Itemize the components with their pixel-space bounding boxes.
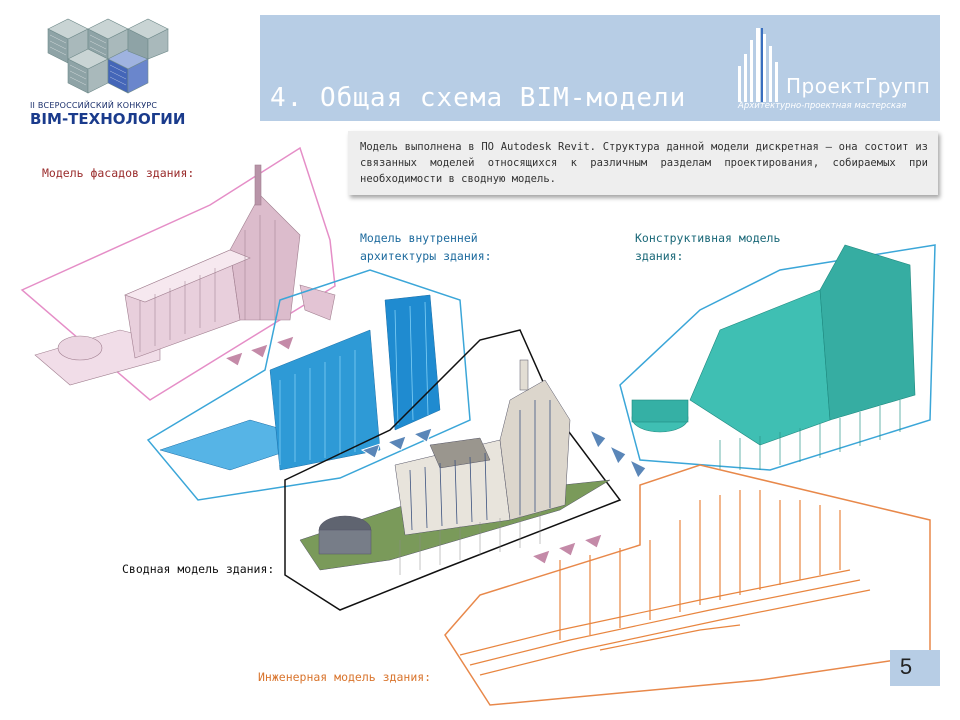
header-banner <box>260 15 940 121</box>
label-structural-model-line2: здания: <box>635 249 684 263</box>
summary-model <box>299 359 611 575</box>
structural-arrows <box>588 428 647 479</box>
page-number-box <box>890 650 940 686</box>
mep-arrows <box>530 533 603 565</box>
brand-logo <box>738 28 778 102</box>
description-text: Модель выполнена в ПО Autodesk Revit. Ст… <box>360 141 928 185</box>
label-interior-model-line1: Модель внутренней <box>360 231 478 245</box>
mep-model <box>459 490 871 676</box>
facade-arrows <box>223 335 295 367</box>
contest-title-line2: BIM-ТЕХНОЛОГИИ <box>30 110 186 128</box>
facade-model-frame <box>20 146 336 401</box>
facade-model <box>34 164 336 386</box>
label-interior-model-line2: архитектуры здания: <box>360 249 492 263</box>
page-number: 5 <box>899 654 913 679</box>
interior-model <box>159 294 441 471</box>
label-facade-model: Модель фасадов здания: <box>42 166 195 180</box>
slide-title: 4. Общая схема BIM-модели <box>270 83 687 113</box>
summary-model-frame <box>284 329 622 611</box>
label-structural-model-line1: Конструктивная модель <box>635 231 781 245</box>
brand-name: ПроектГрупп <box>786 74 931 98</box>
structural-model <box>631 244 916 470</box>
description-box <box>348 131 938 195</box>
interior-arrows <box>360 427 433 459</box>
contest-logo <box>47 18 169 94</box>
structural-model-frame <box>619 244 936 471</box>
interior-model-frame <box>146 269 471 501</box>
label-summary-model: Сводная модель здания: <box>122 562 275 576</box>
contest-title-line1: II ВСЕРОССИЙСКИЙ КОНКУРС <box>30 101 158 110</box>
brand-tagline: Архитектурно-проектная мастерская <box>738 101 907 111</box>
label-mep-model: Инженерная модель здания: <box>258 670 432 684</box>
